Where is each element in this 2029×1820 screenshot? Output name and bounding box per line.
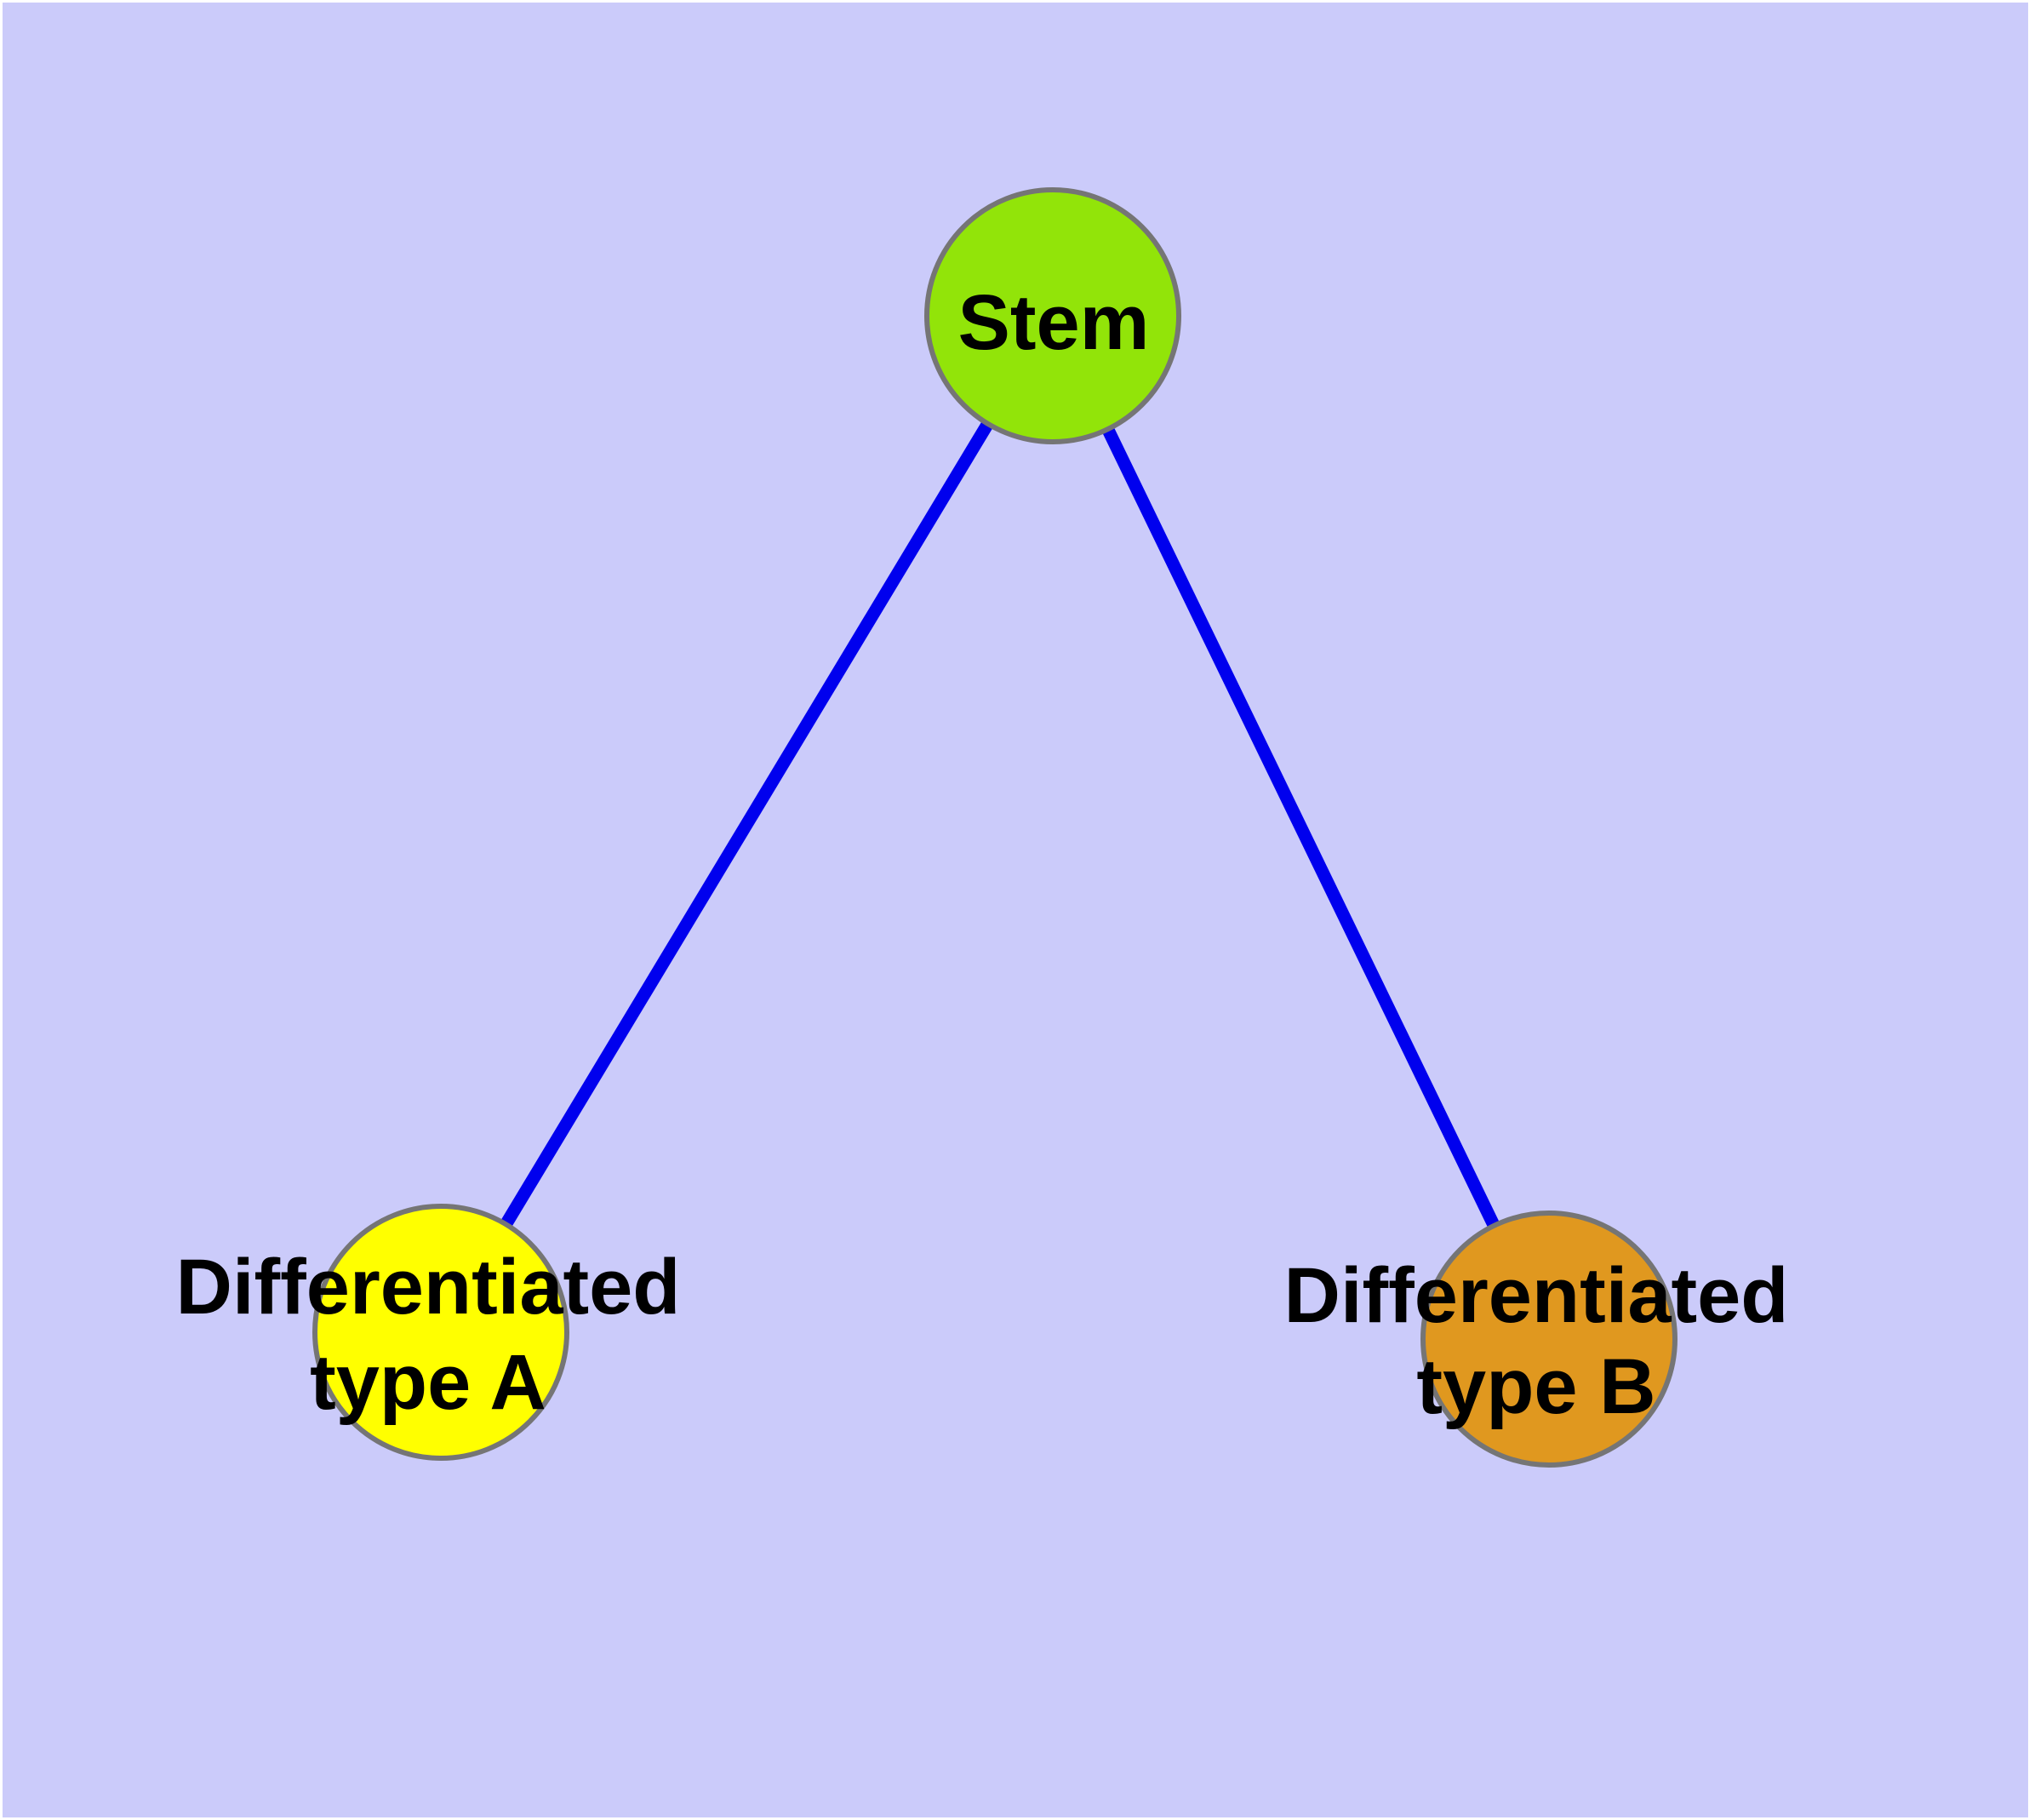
type-a-node (312, 1204, 569, 1461)
type-b-node (1420, 1210, 1677, 1468)
type-a-label-line1: Differentiated (176, 1244, 681, 1331)
label-group: Stem Differentiated type A Differentiate… (176, 279, 1789, 1430)
edge-stem-to-type-a (435, 312, 1059, 1336)
stem-node (924, 187, 1181, 444)
edge-stem-to-type-b (1047, 312, 1555, 1342)
edge-group (435, 312, 1555, 1342)
type-b-label-line2: type B (1416, 1343, 1655, 1430)
stem-node-label: Stem (958, 279, 1150, 366)
node-group (312, 187, 1677, 1468)
type-a-label-line2: type A (310, 1339, 546, 1426)
type-b-label-line1: Differentiated (1284, 1252, 1789, 1339)
